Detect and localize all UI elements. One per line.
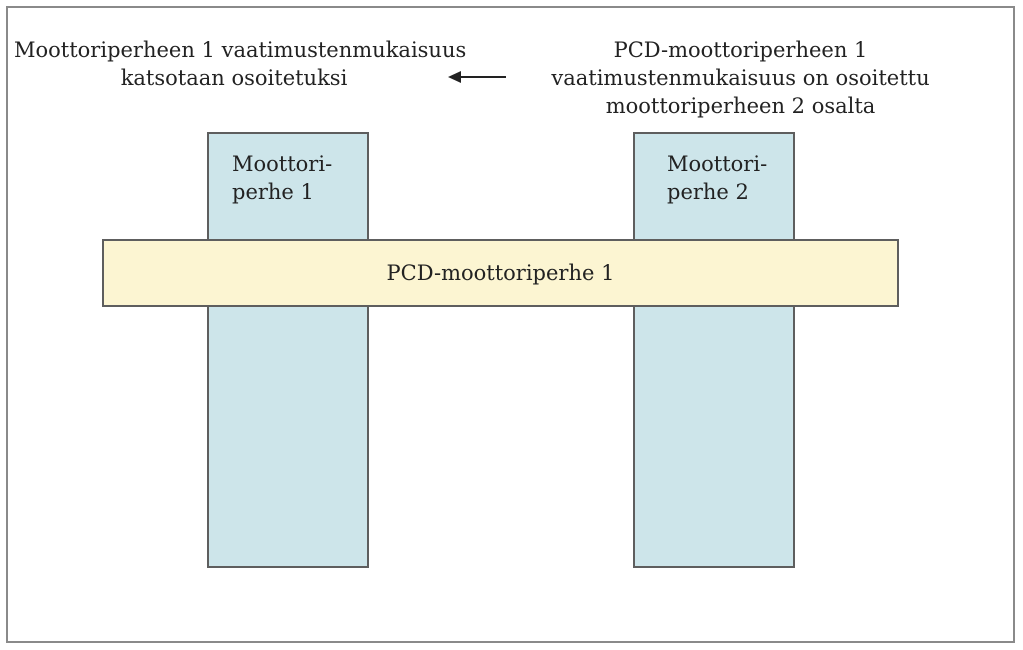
conclusion-note-line-1: Moottoriperheen 1 vaatimustenmukaisuus [14, 38, 467, 62]
premise-note-line-3: moottoriperheen 2 osalta [605, 94, 876, 118]
engine-family-1-label-line-2: perhe 1 [232, 180, 314, 204]
engine-family-1-column [207, 132, 369, 568]
engine-family-2-label-line-2: perhe 2 [667, 180, 749, 204]
arrow-left-icon [448, 71, 506, 83]
premise-note-line-2: vaatimustenmukaisuus on osoitettu [551, 66, 930, 90]
pcd-engine-family-label: PCD-moottoriperhe 1 [386, 261, 615, 285]
engine-family-1-label: Moottori- perhe 1 [232, 150, 332, 206]
engine-family-2-label-line-1: Moottori- [667, 152, 768, 176]
conclusion-note: Moottoriperheen 1 vaatimustenmukaisuus k… [14, 36, 467, 92]
engine-family-1-label-line-1: Moottori- [232, 152, 333, 176]
diagram-frame [6, 6, 1015, 643]
engine-family-2-label: Moottori- perhe 2 [667, 150, 767, 206]
engine-family-2-column [633, 132, 795, 568]
premise-note-line-1: PCD-moottoriperheen 1 [613, 38, 868, 62]
conclusion-note-line-2: katsotaan osoitetuksi [120, 66, 348, 90]
pcd-engine-family-band: PCD-moottoriperhe 1 [102, 239, 899, 307]
premise-note: PCD-moottoriperheen 1 vaatimustenmukaisu… [548, 36, 933, 120]
